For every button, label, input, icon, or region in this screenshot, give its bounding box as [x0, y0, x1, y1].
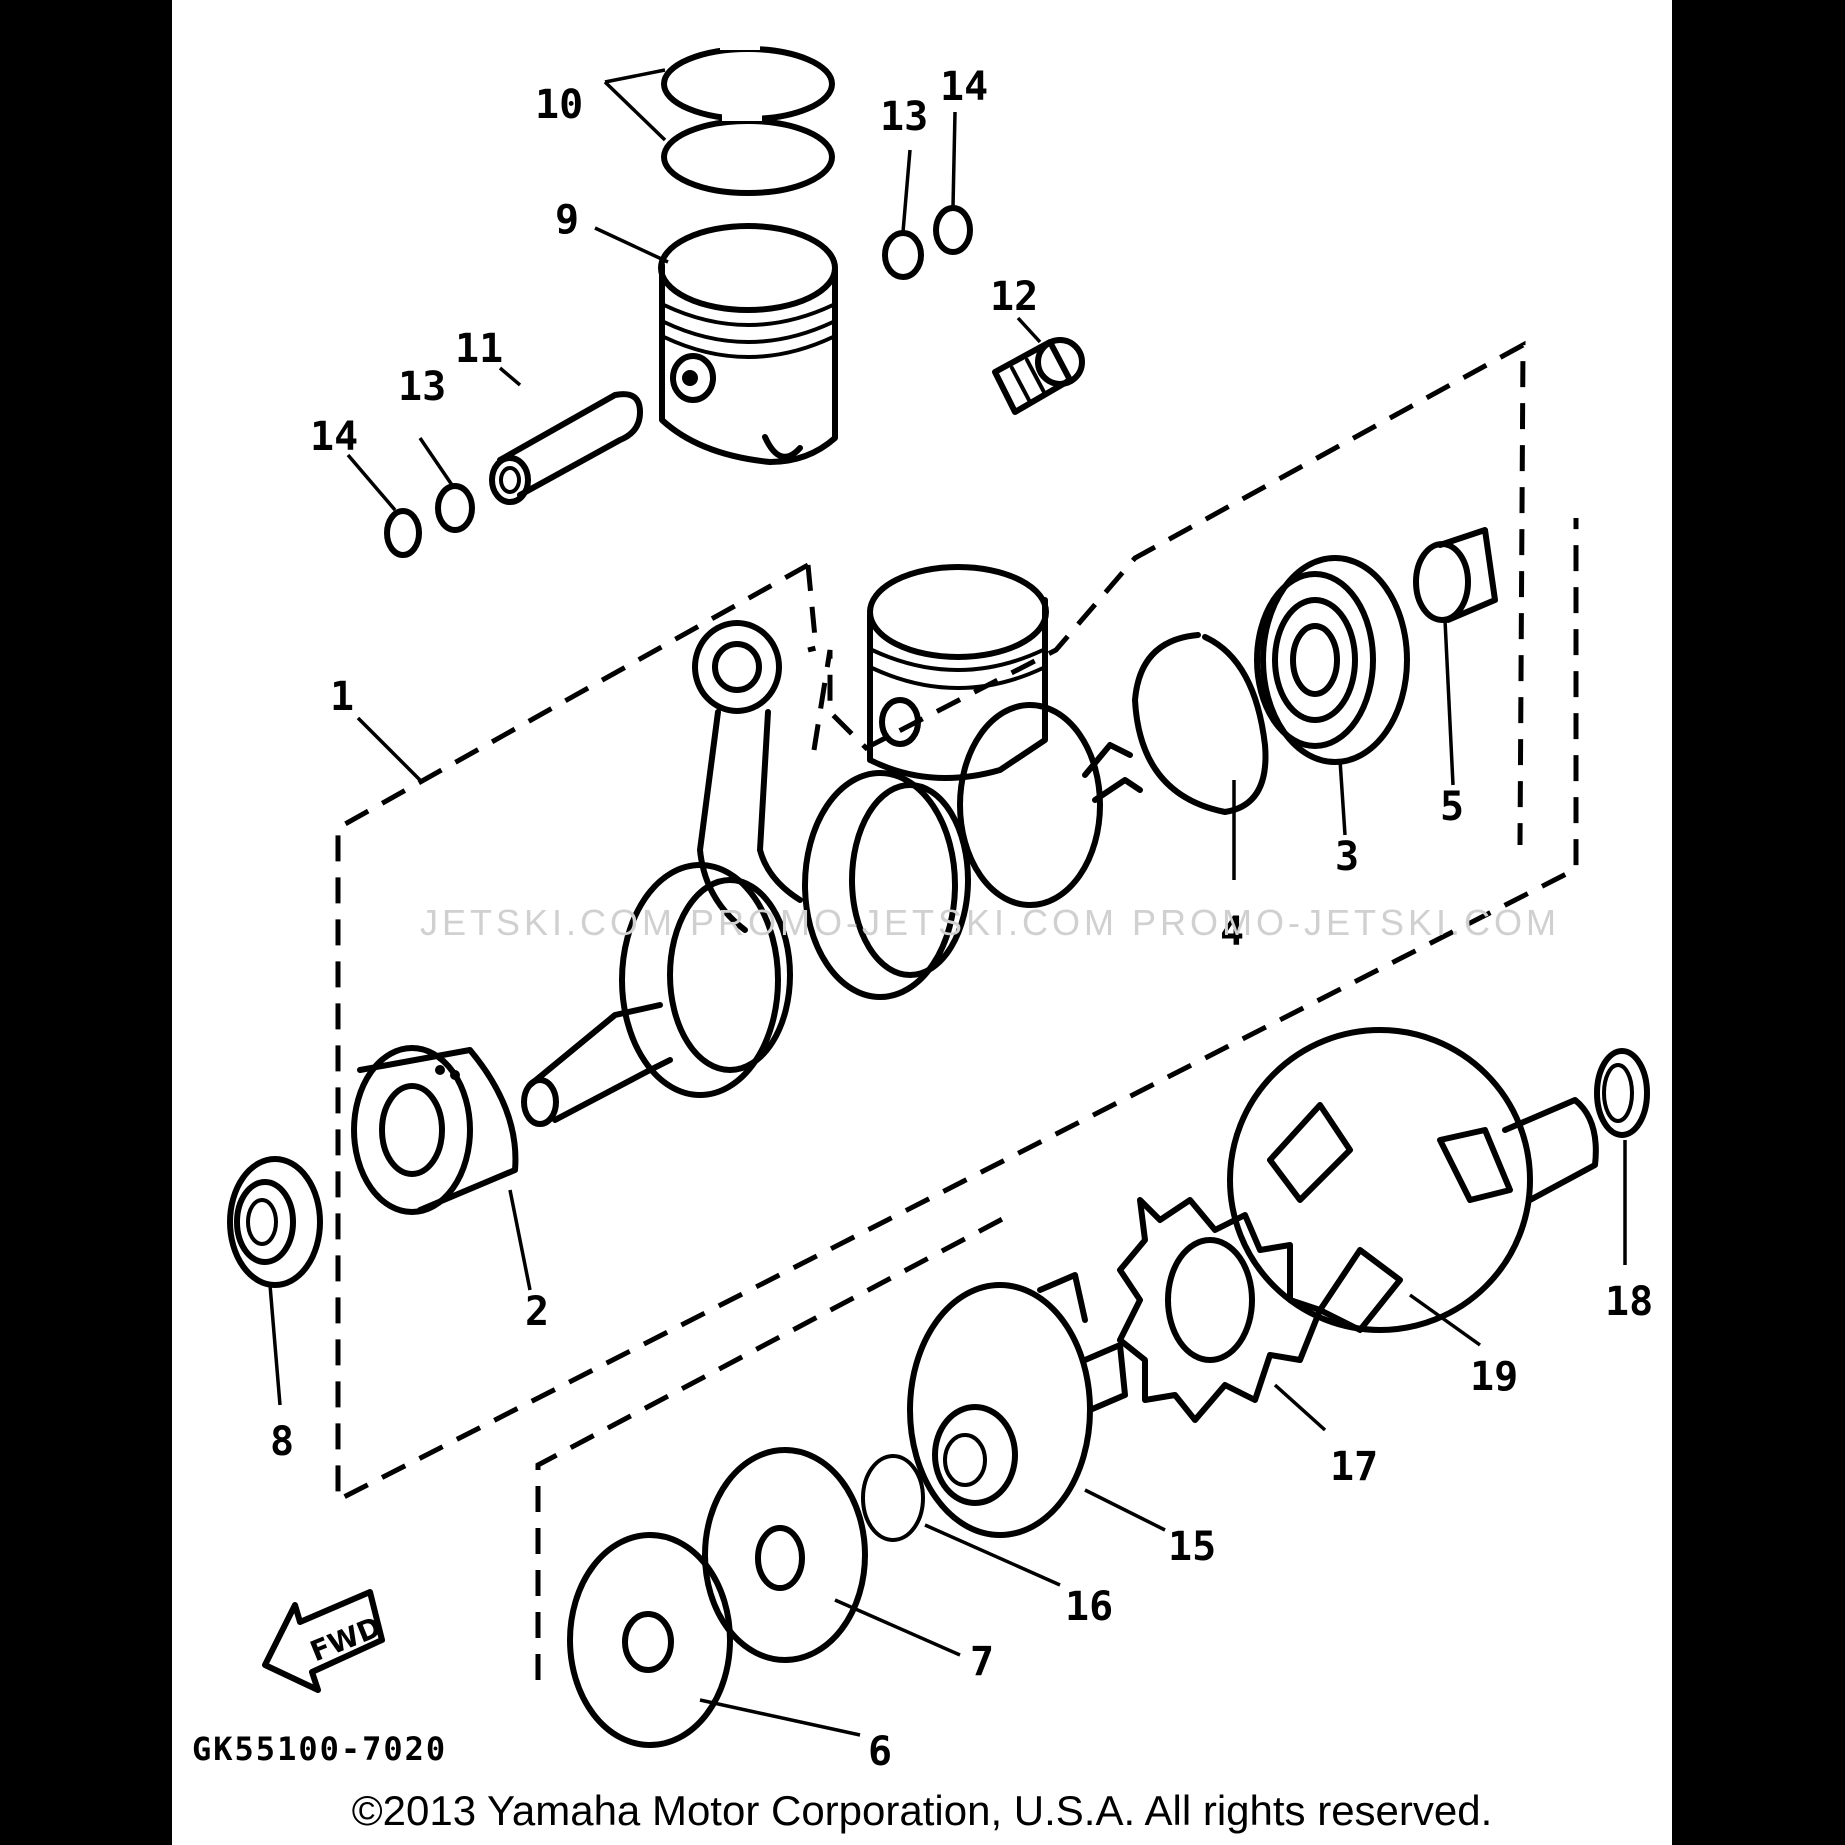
snap-ring	[1132, 632, 1269, 815]
piston-rings	[661, 36, 835, 196]
callout-13-right: 13	[880, 94, 928, 140]
connecting-rod	[697, 709, 803, 933]
callout-14-right: 14	[940, 64, 988, 110]
callout-16: 16	[1065, 1584, 1113, 1630]
crank-web-middle	[802, 770, 958, 1000]
coupling-15	[907, 1272, 1128, 1538]
callout-7: 7	[970, 1639, 994, 1685]
leader-lines	[268, 68, 1627, 1737]
callout-8: 8	[270, 1419, 294, 1465]
piston	[658, 223, 838, 465]
callout-10: 10	[535, 82, 583, 128]
crank-taper-shaft	[527, 1002, 673, 1123]
clip-14-right	[933, 205, 973, 255]
piston-group-outline	[805, 564, 819, 653]
watermark: JETSKI.COM PROMO-JETSKI.COM PROMO-JETSKI…	[420, 902, 1560, 943]
clip-13-left	[435, 483, 475, 533]
needle-bearing	[992, 337, 1085, 415]
fwd-arrow-icon	[262, 1589, 385, 1693]
callout-1: 1	[330, 674, 354, 720]
callout-17: 17	[1330, 1444, 1378, 1490]
piston-pin	[489, 391, 643, 505]
copyright-notice: ©2013 Yamaha Motor Corporation, U.S.A. A…	[352, 1787, 1493, 1834]
collar	[1413, 527, 1498, 623]
callout-4: 4	[1220, 909, 1244, 955]
damper-plate-7	[702, 1447, 868, 1663]
diagram-code: GK55100-7020	[192, 1730, 447, 1768]
crankshaft-assembly-outline	[335, 518, 1579, 1505]
o-ring	[861, 1454, 925, 1542]
callout-9: 9	[555, 197, 579, 243]
callout-6: 6	[868, 1729, 892, 1775]
callout-19: 19	[1470, 1354, 1518, 1400]
clip-14-left	[384, 508, 422, 558]
thrust-washer	[1594, 1048, 1650, 1138]
rubber-damper	[1117, 1197, 1323, 1423]
callout-11: 11	[455, 326, 503, 372]
callout-2: 2	[525, 1289, 549, 1335]
callout-3: 3	[1335, 834, 1359, 880]
coupling-19	[1227, 1027, 1599, 1333]
callout-18: 18	[1605, 1279, 1653, 1325]
upper-piston-outline	[811, 340, 1526, 846]
rear-ball-bearing	[1254, 555, 1410, 765]
callout-5: 5	[1440, 784, 1464, 830]
drawing-sheet	[172, 0, 1672, 1845]
piston-body	[659, 262, 838, 465]
callout-15: 15	[1168, 1524, 1216, 1570]
front-oil-seal	[227, 1156, 323, 1288]
piston-crown	[658, 223, 838, 313]
callout-13-left: 13	[398, 364, 446, 410]
crank-web-rear	[957, 702, 1103, 908]
callout-14-left: 14	[310, 414, 358, 460]
assembly-outlines	[335, 340, 1579, 1680]
piston-pin-boss	[670, 353, 716, 403]
callout-labels: 10 9 11 13 14 13 14 12 1 5 3 4 2 8 18 19…	[270, 64, 1653, 1775]
callout-12: 12	[990, 274, 1038, 320]
front-ball-bearing	[351, 1045, 519, 1215]
piston-clips	[384, 205, 973, 558]
crank-web-front	[619, 862, 781, 1098]
clip-13-right	[882, 230, 924, 280]
damper-plate-6	[567, 1532, 733, 1748]
coupling-group-outline	[535, 1212, 1012, 1680]
crank-spline-shaft	[1082, 742, 1143, 803]
crankshaft	[521, 564, 1143, 1127]
